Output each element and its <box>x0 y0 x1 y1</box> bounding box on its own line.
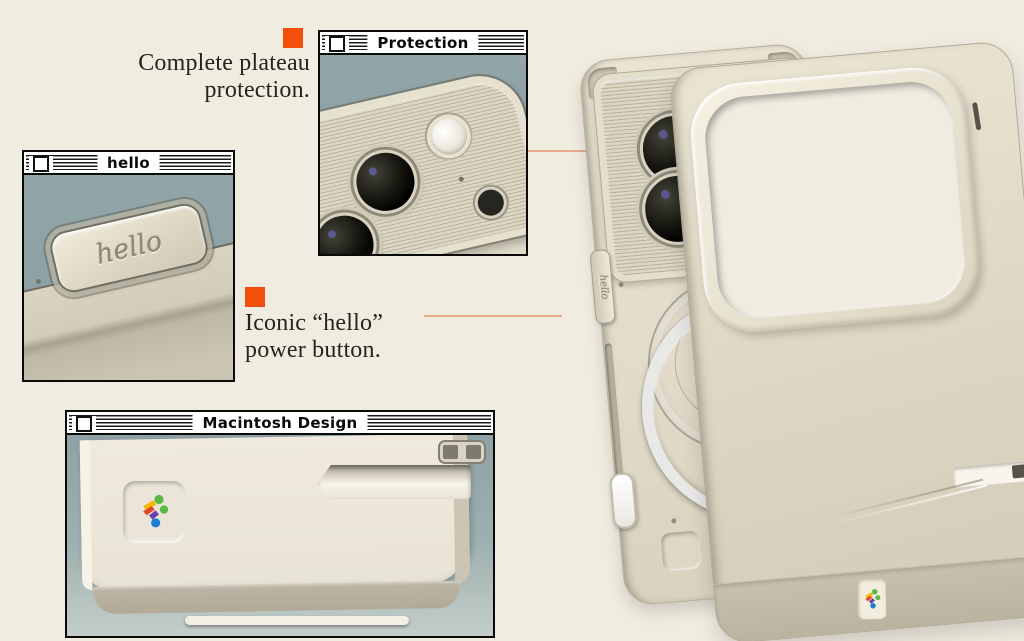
plateau-annotation-line2: protection. <box>204 76 310 103</box>
plateau-annotation: Complete plateau protection. <box>100 50 310 104</box>
hello-window: hello hello <box>22 150 235 382</box>
rainbow-logo-icon <box>865 588 881 609</box>
power-annotation-line2: power button. <box>245 336 381 363</box>
mac-switch <box>438 440 486 464</box>
protection-window-title: Protection <box>367 33 479 52</box>
screw-dot <box>671 518 677 524</box>
case-groove-highlight <box>831 484 988 525</box>
case-corner-notch <box>972 102 982 131</box>
case-logo-badge <box>857 579 887 620</box>
protection-window: Protection <box>318 30 528 256</box>
plateau-annotation-line1: Complete plateau <box>138 50 310 76</box>
mac-handle-recess <box>317 465 471 499</box>
plateau-closeup <box>320 66 526 254</box>
closeup-sensor <box>471 183 511 222</box>
slot-notch <box>1011 464 1024 479</box>
close-box-icon[interactable] <box>76 416 92 432</box>
edge-screw-hole <box>36 279 41 284</box>
macintosh-design-window: Macintosh Design <box>65 410 495 638</box>
hello-engraving: hello <box>92 225 166 271</box>
leader-line-plateau <box>528 150 616 152</box>
closeup-mic-hole <box>458 176 465 183</box>
switch-pad <box>466 445 481 459</box>
macintosh-window-title: Macintosh Design <box>192 413 368 432</box>
mac-foot-bar <box>185 616 409 625</box>
power-button-engraving: hello <box>596 273 610 300</box>
closeup-lens-1 <box>347 143 424 221</box>
close-box-icon[interactable] <box>329 36 345 52</box>
leader-line-power-button <box>424 315 562 317</box>
macintosh-window-image <box>67 435 493 636</box>
macintosh-window-titlebar[interactable]: Macintosh Design <box>67 412 493 435</box>
plateau-marker-square <box>283 28 303 48</box>
case-back-render <box>668 40 1024 641</box>
rainbow-logo-icon <box>143 494 169 528</box>
mac-logo-recess <box>123 481 185 543</box>
action-button <box>609 471 638 530</box>
close-box-icon[interactable] <box>33 156 49 172</box>
camera-opening-cutout <box>701 78 969 322</box>
protection-window-titlebar[interactable]: Protection <box>320 32 526 55</box>
bottom-square-recess <box>660 530 702 572</box>
mac-bottom-band <box>92 580 462 615</box>
hello-window-image: hello <box>24 175 233 380</box>
power-marker-square <box>245 287 265 307</box>
power-annotation: Iconic “hello” power button. <box>245 310 445 364</box>
screw-dot <box>618 281 624 288</box>
power-annotation-line1: Iconic “hello” <box>245 310 384 336</box>
case-groove-line <box>827 478 984 520</box>
hello-window-title: hello <box>97 153 160 172</box>
camera-opening-frame <box>686 63 984 337</box>
switch-pad <box>443 445 458 459</box>
hello-window-titlebar[interactable]: hello <box>24 152 233 175</box>
protection-window-image <box>320 55 526 254</box>
closeup-lens-2 <box>320 206 383 254</box>
